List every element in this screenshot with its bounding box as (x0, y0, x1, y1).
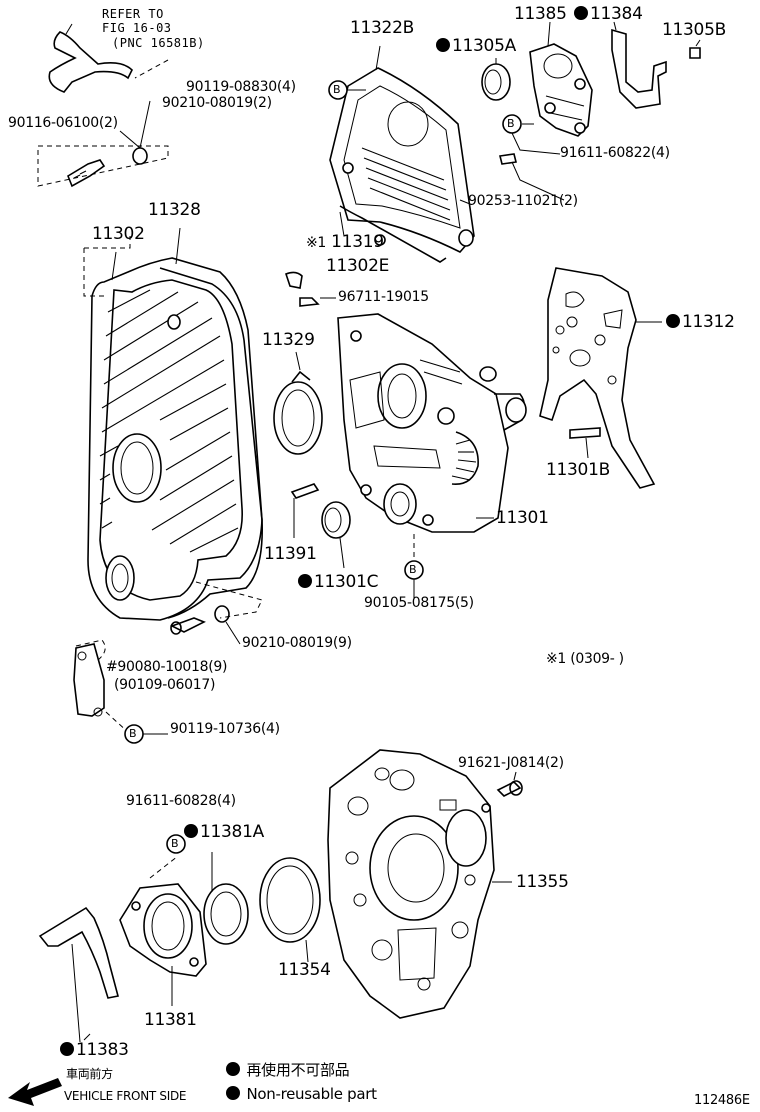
refer-line3: (PNC 16581B) (112, 36, 205, 50)
cover-gasket-11328 (159, 267, 263, 619)
label-90210-08019-9: 90210-08019(9) (242, 635, 352, 651)
pin-90253 (499, 153, 517, 165)
label-11383: 11383 (60, 1042, 129, 1059)
label-11354: 11354 (278, 960, 331, 980)
label-11301: 11301 (496, 508, 549, 528)
label-11302E: 11302E (326, 256, 390, 276)
nut-90210-top (132, 147, 148, 165)
retainer-11381 (119, 883, 207, 977)
bolt-90080 (169, 617, 206, 635)
label-91621-J0814: 91621-J0814(2) (458, 755, 564, 771)
label-11301C: 11301C (298, 574, 378, 591)
nonreusable-dot-icon (184, 824, 198, 838)
label-90109-06017: (90109-06017) (114, 677, 216, 693)
stud-bolt-90116 (67, 159, 106, 188)
gasket-11383 (38, 906, 119, 999)
b-marker-3: B (409, 563, 417, 576)
seal-11329 (273, 370, 323, 455)
nonreusable-dot-icon (574, 6, 588, 20)
refer-line1: REFER TO (102, 7, 164, 21)
end-plate-11355 (327, 749, 495, 1019)
b-marker-5: B (171, 837, 179, 850)
label-90116-06100: 90116-06100(2) (8, 115, 118, 131)
nonreusable-dot-icon (666, 314, 680, 328)
label-90119-10736: 90119-10736(4) (170, 721, 280, 737)
refer-line2: FIG 16-03 (102, 21, 172, 35)
label-11305B: 11305B (662, 20, 726, 40)
label-11305A: 11305A (436, 38, 516, 55)
label-90210-08019-2: 90210-08019(2) (162, 95, 272, 111)
bolt-91621 (496, 781, 522, 797)
rod-11319 (339, 205, 447, 263)
label-11391: 11391 (264, 544, 317, 564)
b-marker-2: B (507, 117, 515, 130)
label-96711-19015: 96711-19015 (338, 289, 429, 305)
seal-11354 (259, 857, 321, 943)
legend-nonreusable-jp: 再使用不可部品 (226, 1062, 350, 1078)
label-90105-08175: 90105-08175(5) (364, 595, 474, 611)
label-11381A: 11381A (184, 824, 264, 841)
label-11384: 11384 (574, 6, 643, 23)
label-90253-11021: 90253-11021(2) (468, 193, 578, 209)
note-1: ※1 (0309- ) (546, 651, 624, 667)
vehicle-front-arrow-icon (8, 1078, 62, 1106)
legend-nonreusable-en: Non-reusable part (226, 1086, 377, 1102)
lower-bracket (73, 643, 105, 717)
b-marker-4: B (129, 727, 137, 740)
label-11302: 11302 (92, 224, 145, 244)
sensor-11391 (290, 483, 320, 499)
label-90080-10018: #90080-10018(9) (106, 659, 228, 675)
oil-seal-11381A (203, 883, 249, 945)
timing-cover-11302 (87, 257, 263, 621)
clip-11302E (285, 271, 303, 289)
refer-bracket (48, 23, 133, 93)
cover-dash-bottom (195, 581, 263, 619)
label-11329: 11329 (262, 330, 315, 350)
oil-seal-11305A (481, 63, 511, 101)
nonreusable-dot-icon (226, 1062, 240, 1076)
oil-seal-11301C (321, 501, 351, 539)
label-11355: 11355 (516, 872, 569, 892)
nonreusable-dot-icon (436, 38, 450, 52)
timing-case-11301 (337, 313, 527, 533)
nonreusable-dot-icon (298, 574, 312, 588)
sensor-96711 (299, 297, 320, 307)
b-marker-group (124, 80, 522, 854)
label-11312: 11312 (666, 314, 735, 331)
stud-dash-box (37, 145, 169, 187)
b-marker-1: B (333, 83, 341, 96)
label-11381: 11381 (144, 1010, 197, 1030)
cover-dash-left (83, 248, 104, 297)
front-side-en: VEHICLE FRONT SIDE (64, 1089, 187, 1103)
upper-cover-11322B (329, 67, 475, 253)
pin-11305B (689, 47, 701, 59)
label-11328: 11328 (148, 200, 201, 220)
figure-id: 112486E (694, 1093, 750, 1108)
bracket-11385 (529, 43, 593, 137)
gasket-11384 (611, 28, 667, 109)
nonreusable-dot-icon (226, 1086, 240, 1100)
nut-90210-lower (214, 605, 230, 623)
label-11322B: 11322B (350, 18, 414, 38)
stud-11301B (569, 427, 601, 439)
refer-leader (134, 59, 169, 79)
gasket-11312 (539, 267, 656, 489)
label-11385: 11385 (514, 4, 567, 24)
label-91611-60822: 91611-60822(4) (560, 145, 670, 161)
label-90119-08830: 90119-08830(4) (186, 79, 296, 95)
label-11319: ※1 11319 (306, 232, 384, 252)
label-91611-60828: 91611-60828(4) (126, 793, 236, 809)
nonreusable-dot-icon (60, 1042, 74, 1056)
label-11301B: 11301B (546, 460, 610, 480)
front-side-jp: 車両前方 (66, 1067, 113, 1081)
